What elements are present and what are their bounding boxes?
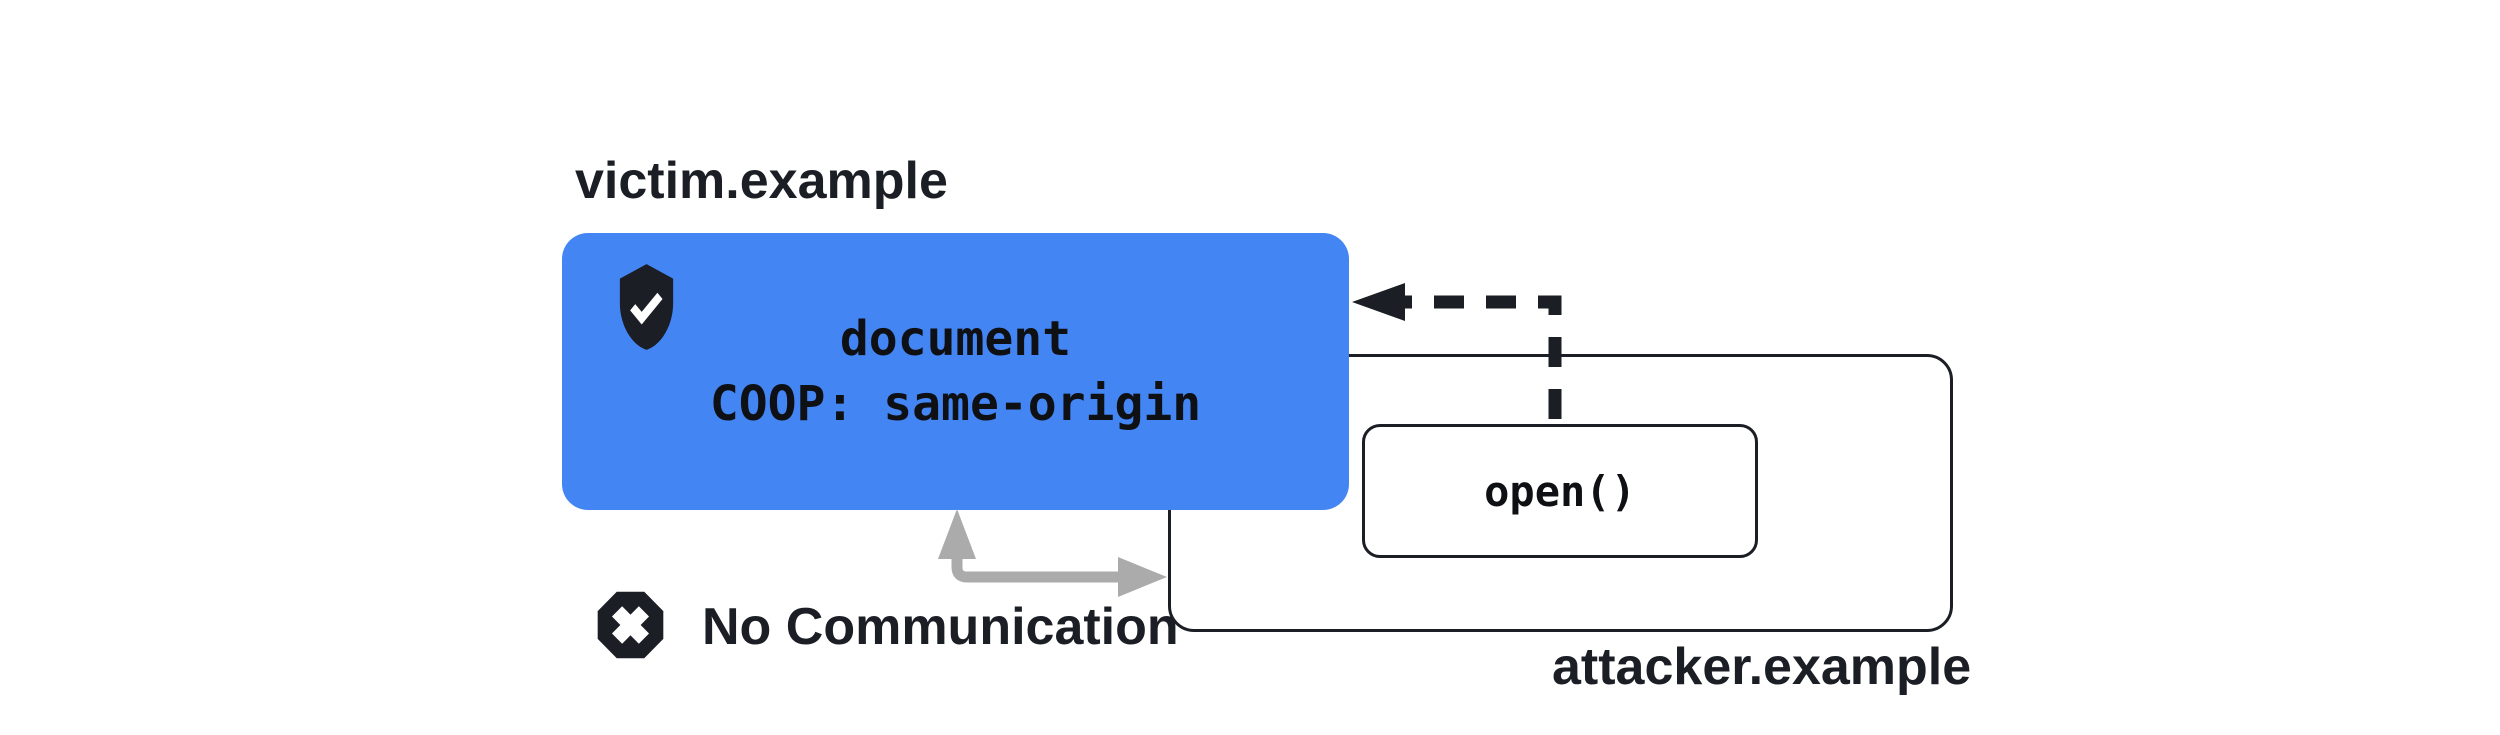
no-communication-arrow	[938, 509, 1167, 597]
document-line: document	[839, 310, 1072, 367]
victim-domain-label: victim.example	[575, 152, 948, 210]
open-call-box: open()	[1362, 424, 1758, 558]
attacker-domain-label: attacker.example	[1552, 638, 1972, 696]
no-communication-arrowhead-right	[1118, 557, 1167, 597]
victim-document-box: document COOP: same-origin	[562, 233, 1349, 510]
coop-policy-line: COOP: same-origin	[709, 375, 1202, 432]
no-communication-arrowhead-up	[938, 509, 976, 559]
opener-arrowhead-left	[1352, 283, 1405, 321]
shield-check-icon	[619, 264, 674, 350]
blocked-x-icon	[597, 591, 664, 659]
x-mark	[611, 606, 650, 644]
no-communication-label: No Communication	[702, 598, 1179, 656]
check-mark	[630, 292, 663, 325]
no-communication-arrow-line	[951, 552, 1122, 583]
open-call-label: open()	[1484, 466, 1636, 516]
